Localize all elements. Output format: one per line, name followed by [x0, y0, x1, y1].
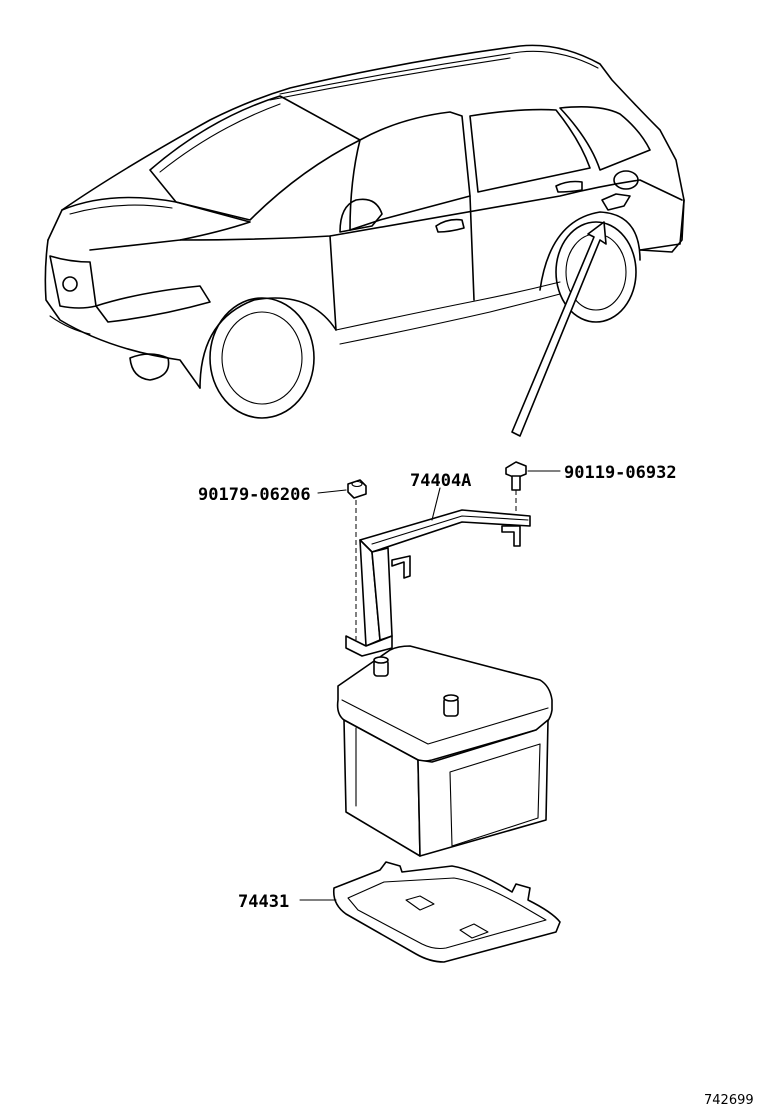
label-90119-06932[interactable]: 90119-06932: [564, 463, 677, 483]
leader-line-74404A: [431, 487, 441, 521]
bolt-90119-06932[interactable]: [505, 461, 527, 512]
battery: [336, 645, 553, 857]
nut-90179-06206[interactable]: [347, 479, 367, 640]
vehicle-illustration: [44, 44, 685, 437]
label-74431[interactable]: 74431: [238, 892, 289, 912]
leader-line-90179-06206: [317, 489, 347, 494]
battery-tray-74431[interactable]: [332, 861, 561, 963]
label-90179-06206[interactable]: 90179-06206: [198, 485, 311, 505]
battery-clamp-74404A[interactable]: [345, 509, 531, 657]
label-74404A[interactable]: 74404A: [410, 471, 471, 491]
diagram-reference-number: 742699: [704, 1093, 754, 1108]
